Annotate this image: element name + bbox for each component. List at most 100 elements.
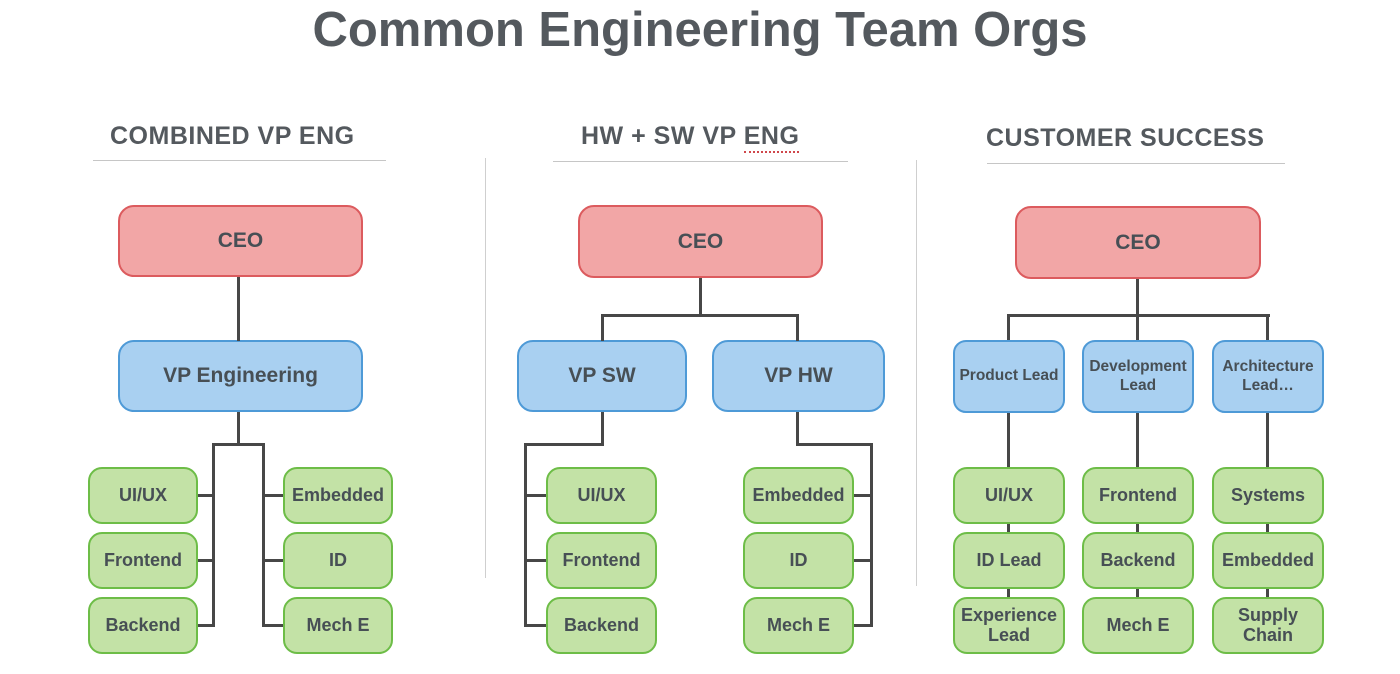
team-label: Backend bbox=[563, 614, 640, 635]
team-label: ID Lead bbox=[976, 549, 1042, 570]
connector bbox=[601, 412, 604, 445]
connector bbox=[264, 624, 284, 627]
connector bbox=[237, 412, 240, 445]
team-label: Embedded bbox=[1221, 549, 1314, 570]
team-label: Experience Lead bbox=[960, 604, 1058, 645]
connector bbox=[196, 624, 213, 627]
connector bbox=[262, 443, 265, 627]
team-box-backend-1: Backend bbox=[88, 597, 198, 654]
connector bbox=[1266, 314, 1269, 341]
connector bbox=[796, 412, 799, 445]
architecture-lead-box: Architecture Lead… bbox=[1212, 340, 1324, 413]
connector bbox=[870, 443, 873, 626]
header-text: HW + SW VP bbox=[581, 122, 737, 150]
connector bbox=[237, 277, 240, 341]
team-box-embedded-3: Embedded bbox=[1212, 532, 1324, 589]
connector bbox=[699, 278, 702, 315]
team-label: UI/UX bbox=[577, 484, 626, 505]
connector bbox=[212, 443, 265, 446]
team-box-meche-2: Mech E bbox=[743, 597, 854, 654]
ceo-box-2: CEO bbox=[578, 205, 823, 278]
team-box-frontend-1: Frontend bbox=[88, 532, 198, 589]
page-title: Common Engineering Team Orgs bbox=[312, 3, 1088, 57]
team-label: Backend bbox=[105, 614, 181, 635]
product-lead-box: Product Lead bbox=[953, 340, 1065, 413]
header-text-flagged: ENG bbox=[743, 122, 800, 153]
lead-label: Architecture Lead… bbox=[1222, 357, 1314, 394]
development-lead-box: Development Lead bbox=[1082, 340, 1194, 413]
header-underline bbox=[553, 161, 848, 162]
team-label: Mech E bbox=[306, 614, 370, 635]
team-box-backend-3: Backend bbox=[1082, 532, 1194, 589]
connector bbox=[854, 559, 873, 562]
team-label: ID bbox=[789, 549, 808, 570]
team-label: Frontend bbox=[1099, 484, 1177, 505]
team-label: UI/UX bbox=[118, 484, 167, 505]
connector bbox=[601, 314, 604, 341]
section-header-customer-success: CUSTOMER SUCCESS bbox=[986, 124, 1265, 152]
header-underline bbox=[987, 163, 1285, 164]
section-divider-1 bbox=[485, 158, 486, 578]
team-label: Systems bbox=[1230, 484, 1306, 505]
lead-label: Product Lead bbox=[959, 367, 1059, 385]
ceo-box-3: CEO bbox=[1015, 206, 1261, 279]
team-box-experience-lead: Experience Lead bbox=[953, 597, 1065, 654]
team-label: Embedded bbox=[291, 484, 384, 505]
team-box-uiux-2: UI/UX bbox=[546, 467, 657, 524]
vp-engineering-box: VP Engineering bbox=[118, 340, 363, 412]
team-box-meche-3: Mech E bbox=[1082, 597, 1194, 654]
section-divider-2 bbox=[916, 160, 917, 586]
connector bbox=[796, 443, 873, 446]
team-label: Supply Chain bbox=[1237, 604, 1298, 645]
team-box-embedded-2: Embedded bbox=[743, 467, 854, 524]
vp-engineering-label: VP Engineering bbox=[163, 364, 318, 388]
section-header-combined-vp-eng: COMBINED VP ENG bbox=[110, 122, 355, 150]
vp-hw-label: VP HW bbox=[764, 364, 833, 388]
lead-label: Development Lead bbox=[1089, 357, 1187, 394]
team-label: Frontend bbox=[562, 549, 641, 570]
team-label: Mech E bbox=[1106, 614, 1170, 635]
team-box-frontend-2: Frontend bbox=[546, 532, 657, 589]
connector bbox=[196, 494, 213, 497]
ceo-label: CEO bbox=[677, 229, 724, 253]
connector bbox=[264, 559, 284, 562]
ceo-label: CEO bbox=[217, 229, 264, 253]
connector bbox=[1136, 279, 1139, 315]
team-label: Embedded bbox=[752, 484, 845, 505]
team-box-meche-1: Mech E bbox=[283, 597, 393, 654]
team-label: UI/UX bbox=[984, 484, 1033, 505]
team-label: ID bbox=[329, 549, 347, 570]
connector bbox=[1136, 314, 1139, 341]
connector bbox=[1136, 413, 1139, 467]
connector bbox=[854, 494, 873, 497]
vp-hw-box: VP HW bbox=[712, 340, 885, 412]
connector bbox=[1266, 524, 1269, 532]
team-box-systems: Systems bbox=[1212, 467, 1324, 524]
header-underline bbox=[93, 160, 386, 161]
connector bbox=[524, 443, 527, 626]
connector bbox=[601, 314, 799, 317]
connector bbox=[1007, 413, 1010, 467]
connector bbox=[1007, 589, 1010, 597]
connector bbox=[1007, 314, 1010, 341]
team-label: Mech E bbox=[766, 614, 831, 635]
team-box-id-lead: ID Lead bbox=[953, 532, 1065, 589]
vp-sw-box: VP SW bbox=[517, 340, 687, 412]
connector bbox=[524, 559, 546, 562]
connector bbox=[524, 443, 604, 446]
team-box-supply-chain: Supply Chain bbox=[1212, 597, 1324, 654]
connector bbox=[1136, 524, 1139, 532]
connector bbox=[1007, 524, 1010, 532]
connector bbox=[796, 314, 799, 341]
team-box-embedded-1: Embedded bbox=[283, 467, 393, 524]
team-box-backend-2: Backend bbox=[546, 597, 657, 654]
team-label: Backend bbox=[1100, 549, 1176, 570]
team-box-id-2: ID bbox=[743, 532, 854, 589]
team-box-id-1: ID bbox=[283, 532, 393, 589]
connector bbox=[196, 559, 213, 562]
team-box-uiux-3: UI/UX bbox=[953, 467, 1065, 524]
team-label: Frontend bbox=[104, 549, 182, 570]
ceo-label: CEO bbox=[1115, 230, 1161, 254]
